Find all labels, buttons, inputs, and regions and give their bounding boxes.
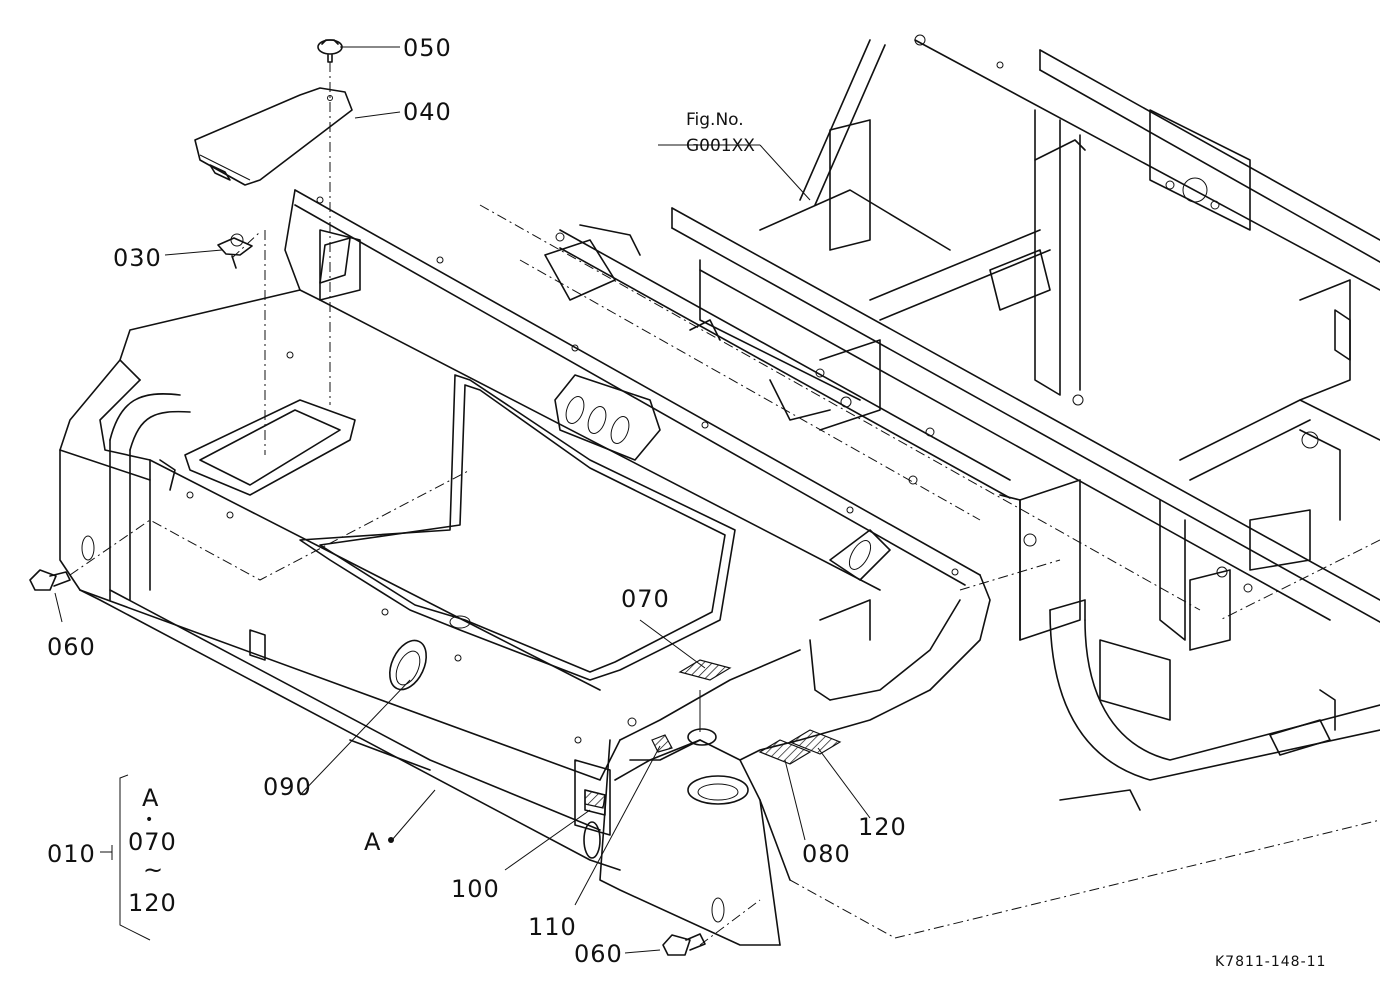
part-labels: 050 040 030 060 060 070 080 090 100 110 … xyxy=(47,34,1326,970)
label-100: 100 xyxy=(451,875,500,903)
figure-reference-line2: G001XX xyxy=(686,136,755,156)
label-040: 040 xyxy=(403,98,452,126)
label-010: 010 xyxy=(47,840,96,868)
rear-deck-body xyxy=(59,189,991,946)
part-060-bolt-bottom xyxy=(662,933,706,956)
kit-label-a: A xyxy=(142,784,159,812)
part-030-nut xyxy=(217,233,253,269)
label-070: 070 xyxy=(621,585,670,613)
part-050-bolt xyxy=(317,39,343,63)
label-030: 030 xyxy=(113,244,162,272)
kit-tilde: ~ xyxy=(143,856,164,884)
vehicle-frame xyxy=(479,34,1380,811)
label-120: 120 xyxy=(858,813,907,841)
kit-dot: • xyxy=(145,812,154,828)
label-110: 110 xyxy=(528,913,577,941)
kit-to: 120 xyxy=(128,889,177,917)
drawing-code: K7811-148-11 xyxy=(1215,954,1326,970)
figure-reference-line1: Fig.No. xyxy=(686,110,744,130)
label-050: 050 xyxy=(403,34,452,62)
part-040-cover xyxy=(194,87,353,186)
label-080: 080 xyxy=(802,840,851,868)
part-060-bolt-left xyxy=(29,569,71,591)
label-060-left: 060 xyxy=(47,633,96,661)
kit-from: 070 xyxy=(128,828,177,856)
leader-lines xyxy=(54,46,1380,954)
label-090: 090 xyxy=(263,773,312,801)
view-label-a: A xyxy=(364,828,381,856)
label-060-bottom: 060 xyxy=(574,940,623,968)
